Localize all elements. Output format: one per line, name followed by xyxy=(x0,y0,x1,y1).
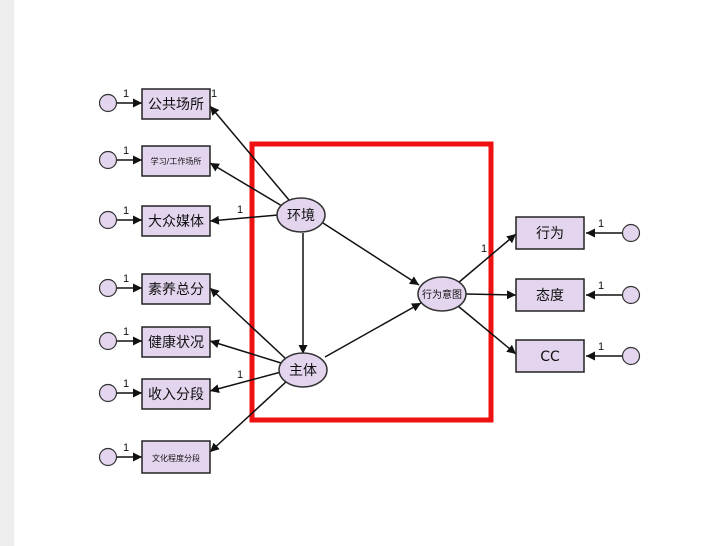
latent-subject-label: 主体 xyxy=(289,363,317,379)
error-coef-label: 1 xyxy=(123,88,129,100)
indicator-box xyxy=(141,145,211,177)
error-coef-label: 1 xyxy=(598,280,604,292)
error-coef-label: 1 xyxy=(123,205,129,217)
path-intention-cc xyxy=(457,305,517,355)
path-subject-education xyxy=(209,380,288,453)
latent-environment-label: 环境 xyxy=(287,208,315,224)
loading-coef-label: 1 xyxy=(237,204,243,216)
latent-intention-label: 行为意图 xyxy=(422,288,462,301)
error-circle xyxy=(98,447,118,467)
highlight-box xyxy=(249,141,494,423)
indicator-label-study-work: 学习/工作场所 xyxy=(151,156,202,166)
error-coef-label: 1 xyxy=(123,145,129,157)
indicator-box xyxy=(141,326,211,358)
error-coef-label: 1 xyxy=(123,378,129,390)
indicator-label-health: 健康状况 xyxy=(148,334,204,351)
loading-coef-label: 1 xyxy=(481,243,487,255)
latent-environment xyxy=(276,197,326,233)
error-coef-label: 1 xyxy=(598,341,604,353)
indicator-label-behavior: 行为 xyxy=(536,226,564,242)
path-environment-public-places xyxy=(209,105,290,201)
indicator-box xyxy=(515,216,585,250)
error-coef-label: 1 xyxy=(123,273,129,285)
path-intention-behavior xyxy=(457,233,517,284)
loading-coef-label: 1 xyxy=(237,369,243,381)
error-circle xyxy=(98,150,118,170)
indicator-box xyxy=(141,88,211,120)
path-intention-attitude xyxy=(465,290,517,300)
latent-subject xyxy=(278,352,328,388)
path-subject-income xyxy=(209,371,282,394)
indicator-box xyxy=(141,273,211,305)
path-environment-study-work xyxy=(209,162,283,207)
indicator-box xyxy=(141,440,211,474)
indicator-label-income: 收入分段 xyxy=(148,387,204,403)
indicator-box xyxy=(141,378,211,410)
latent-intention xyxy=(417,276,467,312)
error-circle xyxy=(98,331,118,351)
indicator-box xyxy=(515,339,585,373)
side-panel xyxy=(0,0,14,546)
indicator-box xyxy=(515,278,585,312)
path-subject-literacy xyxy=(209,287,286,359)
indicator-box xyxy=(141,205,211,237)
error-circle xyxy=(98,93,118,113)
error-circle xyxy=(621,346,641,366)
path-subject-to-intention xyxy=(324,302,422,358)
path-environment-mass-media xyxy=(209,214,279,225)
error-circle xyxy=(98,278,118,298)
indicator-label-literacy: 素养总分 xyxy=(148,282,204,298)
error-coef-label: 1 xyxy=(123,326,129,338)
path-subject-health xyxy=(209,339,282,364)
error-coef-label: 1 xyxy=(598,218,604,230)
error-circle xyxy=(621,223,641,243)
indicator-label-mass-media: 大众媒体 xyxy=(148,214,204,230)
error-circle xyxy=(98,383,118,403)
error-circle xyxy=(98,210,118,230)
indicator-label-public-places: 公共场所 xyxy=(148,97,204,113)
indicator-label-education: 文化程度分段 xyxy=(152,453,200,463)
indicator-label-cc: CC xyxy=(540,349,560,365)
error-circle xyxy=(621,285,641,305)
indicator-label-attitude: 态度 xyxy=(536,288,564,304)
path-environment-to-intention xyxy=(322,222,420,286)
error-coef-label: 1 xyxy=(123,442,129,454)
loading-coef-label: 1 xyxy=(211,88,217,100)
